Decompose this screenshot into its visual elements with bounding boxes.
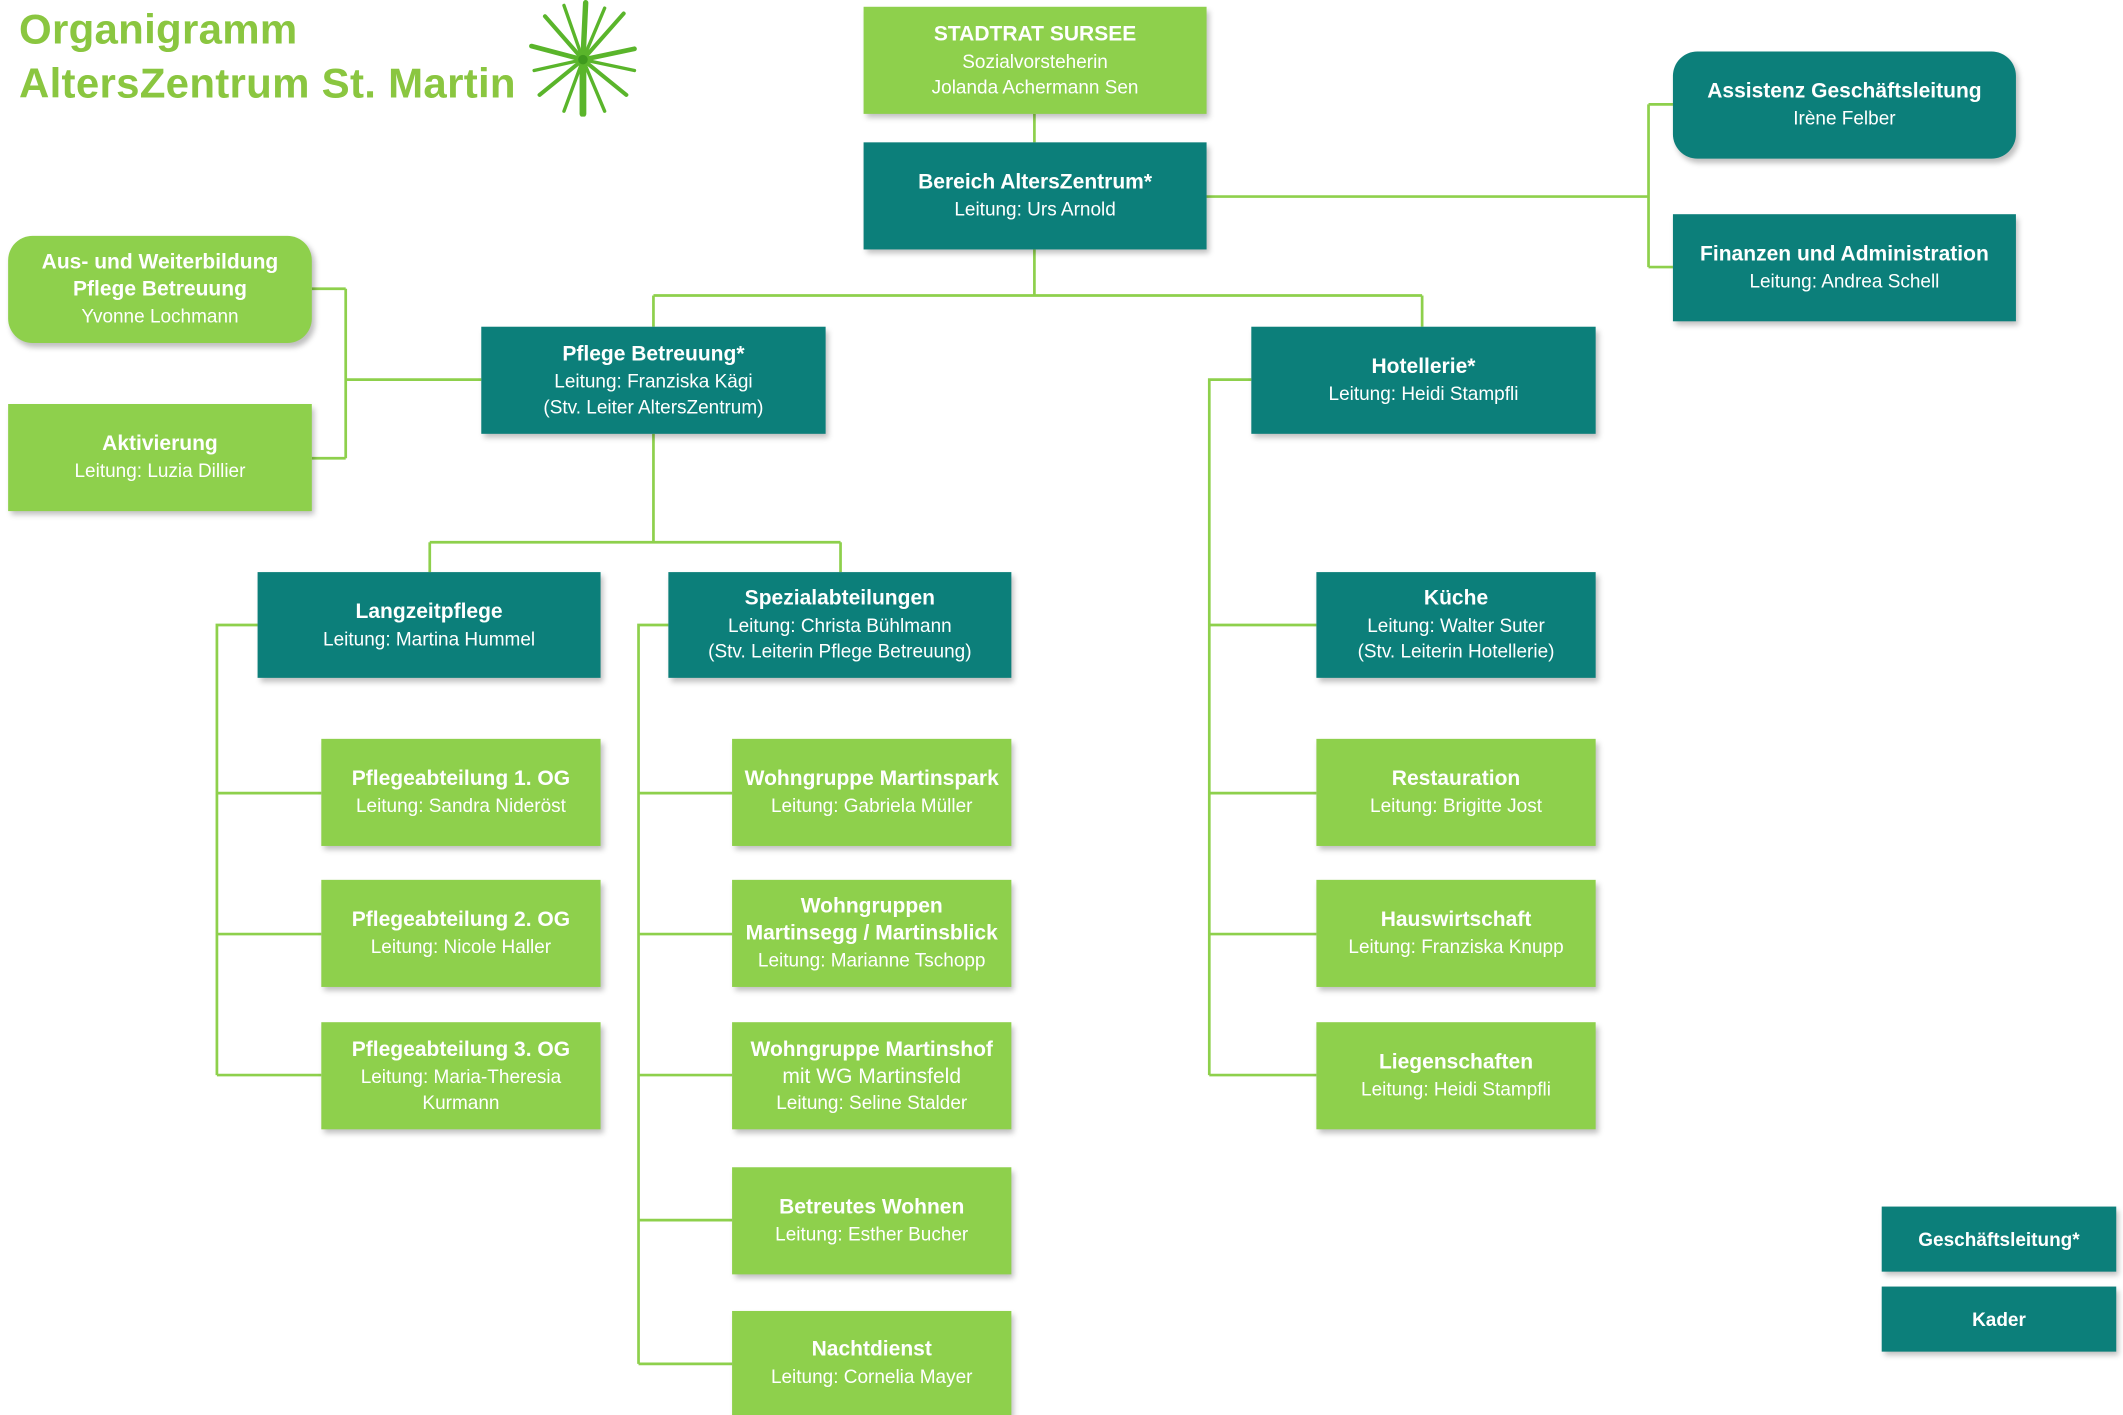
node-ausbildung-title: Aus- und Weiterbildung [41,250,279,274]
page-title-line2: AltersZentrum St. Martin [18,59,516,108]
node-liegenschaften[interactable]: Liegenschaften Leitung: Heidi Stampfli [1316,1022,1596,1130]
node-ausbildung-title: Pflege Betreuung [72,277,247,301]
connector-langzeit-bus [215,623,258,1076]
node-kueche-title: Küche [1423,587,1489,611]
node-finanzen-line: Leitung: Andrea Schell [1749,269,1940,292]
legend-geschaeftsleitung: Geschäftsleitung* [1881,1206,2117,1272]
page-title-line1: Organigramm [18,5,298,53]
node-hotellerie-title: Hotellerie* [1371,355,1476,379]
node-langzeit-line: Leitung: Martina Hummel [323,627,536,649]
node-betreut-line: Leitung: Esther Bucher [775,1222,969,1245]
node-hauswirtschaft[interactable]: Hauswirtschaft Leitung: Franziska Knupp [1316,879,1596,987]
node-wohngruppe-martinshof[interactable]: Wohngruppe Martinshof mit WG Martinsfeld… [732,1022,1012,1130]
node-kueche-line: Leitung: Walter Suter [1367,614,1545,636]
node-pa3-line: Leitung: Maria-Theresia [360,1064,562,1087]
node-wg-segg-line: Leitung: Marianne Tschopp [757,948,986,971]
node-pflegeabteilung-3[interactable]: Pflegeabteilung 3. OG Leitung: Maria-The… [321,1022,601,1130]
legend-kader: Kader [1881,1286,2117,1352]
node-aktivierung[interactable]: Aktivierung Leitung: Luzia Dillier [8,403,312,512]
node-nacht-line: Leitung: Cornelia Mayer [770,1365,973,1387]
node-kueche[interactable]: Küche Leitung: Walter Suter (Stv. Leiter… [1316,572,1596,678]
node-wohngruppe-martinspark[interactable]: Wohngruppe Martinspark Leitung: Gabriela… [732,738,1012,846]
node-finanzen-title: Finanzen und Administration [1700,242,1989,266]
node-betreut-title: Betreutes Wohnen [779,1195,965,1219]
node-pa2-title: Pflegeabteilung 2. OG [351,908,571,932]
node-pa1-line: Leitung: Sandra Nideröst [355,794,566,817]
legend-geschaeftsleitung-label: Geschäftsleitung* [1918,1228,2080,1250]
node-pa3-title: Pflegeabteilung 3. OG [351,1037,571,1061]
node-assistenz[interactable]: Assistenz Geschäftsleitung Irène Felber [1672,51,2016,159]
node-betreutes-wohnen[interactable]: Betreutes Wohnen Leitung: Esther Bucher [732,1167,1012,1275]
node-stadtrat-line: Jolanda Achermann Sen [931,75,1139,97]
node-kueche-line: (Stv. Leiterin Hotellerie) [1357,639,1555,662]
node-pflegeabteilung-1[interactable]: Pflegeabteilung 1. OG Leitung: Sandra Ni… [321,738,601,846]
connector-hotellerie-bus [1207,378,1252,1076]
node-pflege-title: Pflege Betreuung* [562,342,745,366]
node-langzeitpflege[interactable]: Langzeitpflege Leitung: Martina Hummel [257,572,601,678]
node-assistenz-line: Irène Felber [1793,107,1896,129]
node-aktivierung-line: Leitung: Luzia Dillier [74,459,246,482]
node-wg-segg-title: Martinsegg / Martinsblick [745,921,998,945]
node-pa3-line: Kurmann [422,1090,500,1113]
node-pflege-line: Leitung: Franziska Kägi [554,369,753,392]
node-restauration-line: Leitung: Brigitte Jost [1370,794,1543,817]
node-wg-segg-title: Wohngruppen [800,894,943,918]
node-aktivierung-title: Aktivierung [102,432,218,456]
node-pa2-line: Leitung: Nicole Haller [370,935,552,958]
node-assistenz-title: Assistenz Geschäftsleitung [1707,79,1982,104]
node-spezialabteilungen[interactable]: Spezialabteilungen Leitung: Christa Bühl… [668,572,1012,678]
node-restauration[interactable]: Restauration Leitung: Brigitte Jost [1316,738,1596,846]
node-bereich-alterszentrum[interactable]: Bereich AltersZentrum* Leitung: Urs Arno… [863,142,1207,250]
node-wg-park-line: Leitung: Gabriela Müller [770,794,973,817]
node-hauswirtschaft-line: Leitung: Franziska Knupp [1348,935,1564,958]
node-nacht-title: Nachtdienst [811,1338,932,1362]
node-pflege-betreuung[interactable]: Pflege Betreuung* Leitung: Franziska Käg… [481,326,826,434]
star-flower-logo-icon [529,0,637,117]
node-pa1-title: Pflegeabteilung 1. OG [351,767,571,791]
node-ausbildung[interactable]: Aus- und Weiterbildung Pflege Betreuung … [8,235,312,343]
node-spezial-line: Leitung: Christa Bühlmann [728,614,952,636]
node-ausbildung-line: Yvonne Lochmann [81,305,239,327]
node-bereich-title: Bereich AltersZentrum* [918,170,1153,194]
node-liegenschaften-line: Leitung: Heidi Stampfli [1361,1077,1551,1100]
node-finanzen[interactable]: Finanzen und Administration Leitung: And… [1672,214,2016,322]
node-hotellerie[interactable]: Hotellerie* Leitung: Heidi Stampfli [1251,326,1596,434]
node-spezial-line: (Stv. Leiterin Pflege Betreuung) [708,639,972,662]
node-bereich-line: Leitung: Urs Arnold [954,197,1116,220]
node-restauration-title: Restauration [1391,767,1521,791]
connector-spezial-bus [637,623,669,1364]
node-pflege-line: (Stv. Leiter AltersZentrum) [543,395,764,417]
node-hauswirtschaft-title: Hauswirtschaft [1380,908,1532,932]
node-wg-hof-line: Leitung: Seline Stalder [776,1090,968,1113]
node-spezial-title: Spezialabteilungen [744,587,936,611]
node-pflegeabteilung-2[interactable]: Pflegeabteilung 2. OG Leitung: Nicole Ha… [321,879,601,987]
node-stadtrat[interactable]: STADTRAT SURSEE Sozialvorsteherin Joland… [863,6,1207,114]
node-wg-hof-title: Wohngruppe Martinshof [750,1037,993,1061]
node-wg-park-title: Wohngruppe Martinspark [744,767,999,791]
legend-kader-label: Kader [1972,1308,2026,1330]
node-hotellerie-line: Leitung: Heidi Stampfli [1328,382,1519,404]
node-stadtrat-title: STADTRAT SURSEE [933,22,1137,46]
node-stadtrat-line: Sozialvorsteherin [962,49,1108,72]
node-wohngruppen-martinsegg[interactable]: Wohngruppen Martinsegg / Martinsblick Le… [732,879,1012,987]
node-liegenschaften-title: Liegenschaften [1378,1050,1534,1074]
node-wg-hof-subtitle: mit WG Martinsfeld [782,1064,962,1088]
node-nachtdienst[interactable]: Nachtdienst Leitung: Cornelia Mayer [732,1310,1012,1415]
node-langzeit-title: Langzeitpflege [355,599,503,623]
